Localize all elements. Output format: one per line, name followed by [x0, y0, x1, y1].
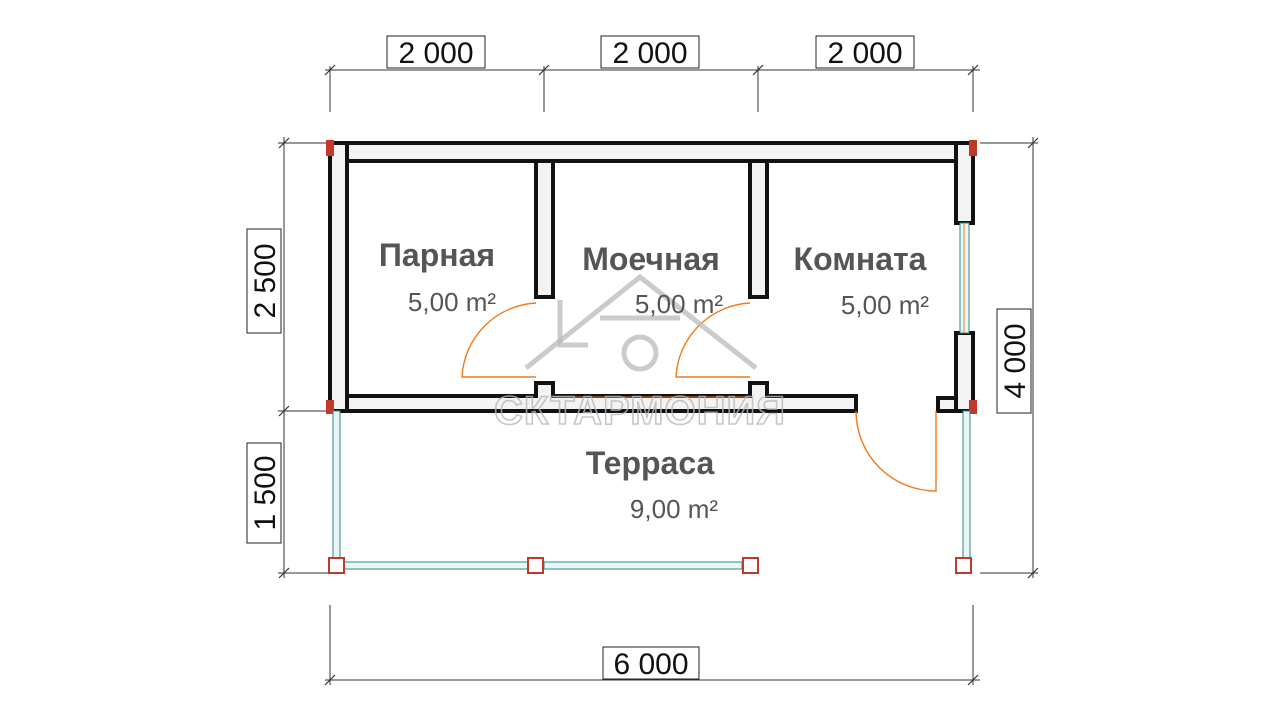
terrace-rail-right: [962, 410, 971, 564]
dimension-tick: [278, 405, 290, 417]
wall-partition-1: [534, 159, 555, 299]
wall-left: [328, 141, 349, 413]
wall-right-lower: [954, 331, 975, 413]
terrace-post: [742, 557, 759, 574]
terrace-rail-bottom-2: [543, 561, 743, 570]
dimension-label-box: [386, 35, 486, 69]
door-parnaya: [461, 302, 537, 378]
dimension-top-label-3: 2 000: [827, 37, 902, 70]
dimension-bottom-label: 6 000: [613, 648, 688, 681]
terrace-rail-left: [332, 410, 341, 564]
dimension-label-box: [815, 35, 915, 69]
dimension-tick: [1027, 567, 1039, 579]
door-entrance: [855, 410, 937, 492]
dimension-left-lower-label: 1 500: [249, 455, 282, 530]
dimension-label-box: [996, 308, 1032, 414]
dimension-left: 2 500 1 500: [246, 137, 330, 579]
terrace-post: [328, 557, 345, 574]
dimension-tick: [324, 674, 336, 686]
dimension-right: 4 000: [980, 137, 1039, 579]
room-area-terrasa: 9,00 m²: [630, 494, 718, 524]
room-labels: Парная 5,00 m² Моечная 5,00 m² Комната 5…: [379, 237, 929, 524]
doors: [461, 302, 937, 492]
dimension-right-label: 4 000: [999, 323, 1032, 398]
room-area-parnaya: 5,00 m²: [408, 287, 496, 317]
dimension-top: 2 000 2 000 2 000: [324, 35, 980, 112]
dimension-label-box: [246, 442, 282, 544]
dimension-tick: [278, 137, 290, 149]
corner-marker: [969, 400, 977, 414]
dimension-tick: [967, 64, 979, 76]
dimension-tick: [967, 674, 979, 686]
dimension-label-box: [600, 35, 700, 69]
terrace-posts: [328, 557, 972, 574]
dimension-label-box: [602, 646, 700, 680]
dimension-tick: [538, 64, 550, 76]
wall-top: [328, 141, 975, 163]
dimension-tick: [752, 64, 764, 76]
dimension-left-upper-label: 2 500: [249, 243, 282, 318]
dimension-top-label-2: 2 000: [612, 37, 687, 70]
watermark-house-logo-icon: [524, 273, 758, 372]
corner-marker: [969, 140, 977, 156]
room-name-komnata: Комната: [794, 241, 927, 277]
wall-partition-2: [748, 159, 769, 299]
dimension-bottom: 6 000: [324, 605, 980, 686]
wall-right-upper: [954, 141, 975, 225]
room-area-moechnaya: 5,00 m²: [635, 289, 723, 319]
terrace-rail-bottom-1: [343, 561, 529, 570]
dimension-top-label-1: 2 000: [398, 37, 473, 70]
room-name-moechnaya: Моечная: [582, 241, 720, 277]
corner-markers: [326, 140, 977, 414]
watermark: СКТАРМОНИЯ: [493, 273, 786, 434]
room-name-terrasa: Терраса: [586, 445, 715, 481]
room-area-komnata: 5,00 m²: [841, 290, 929, 320]
walls: [328, 141, 975, 413]
dimension-tick: [324, 64, 336, 76]
terrace-post: [527, 557, 544, 574]
watermark-text: СКТАРМОНИЯ: [494, 389, 786, 433]
wall-bottom-right-stub: [936, 396, 958, 413]
dimension-tick: [1027, 137, 1039, 149]
corner-marker: [326, 140, 334, 156]
terrace-post: [955, 557, 972, 574]
room-name-parnaya: Парная: [379, 237, 495, 273]
dimension-tick: [278, 567, 290, 579]
door-moechnaya: [675, 302, 751, 378]
dimension-label-box: [246, 228, 282, 334]
corner-marker: [326, 400, 334, 414]
